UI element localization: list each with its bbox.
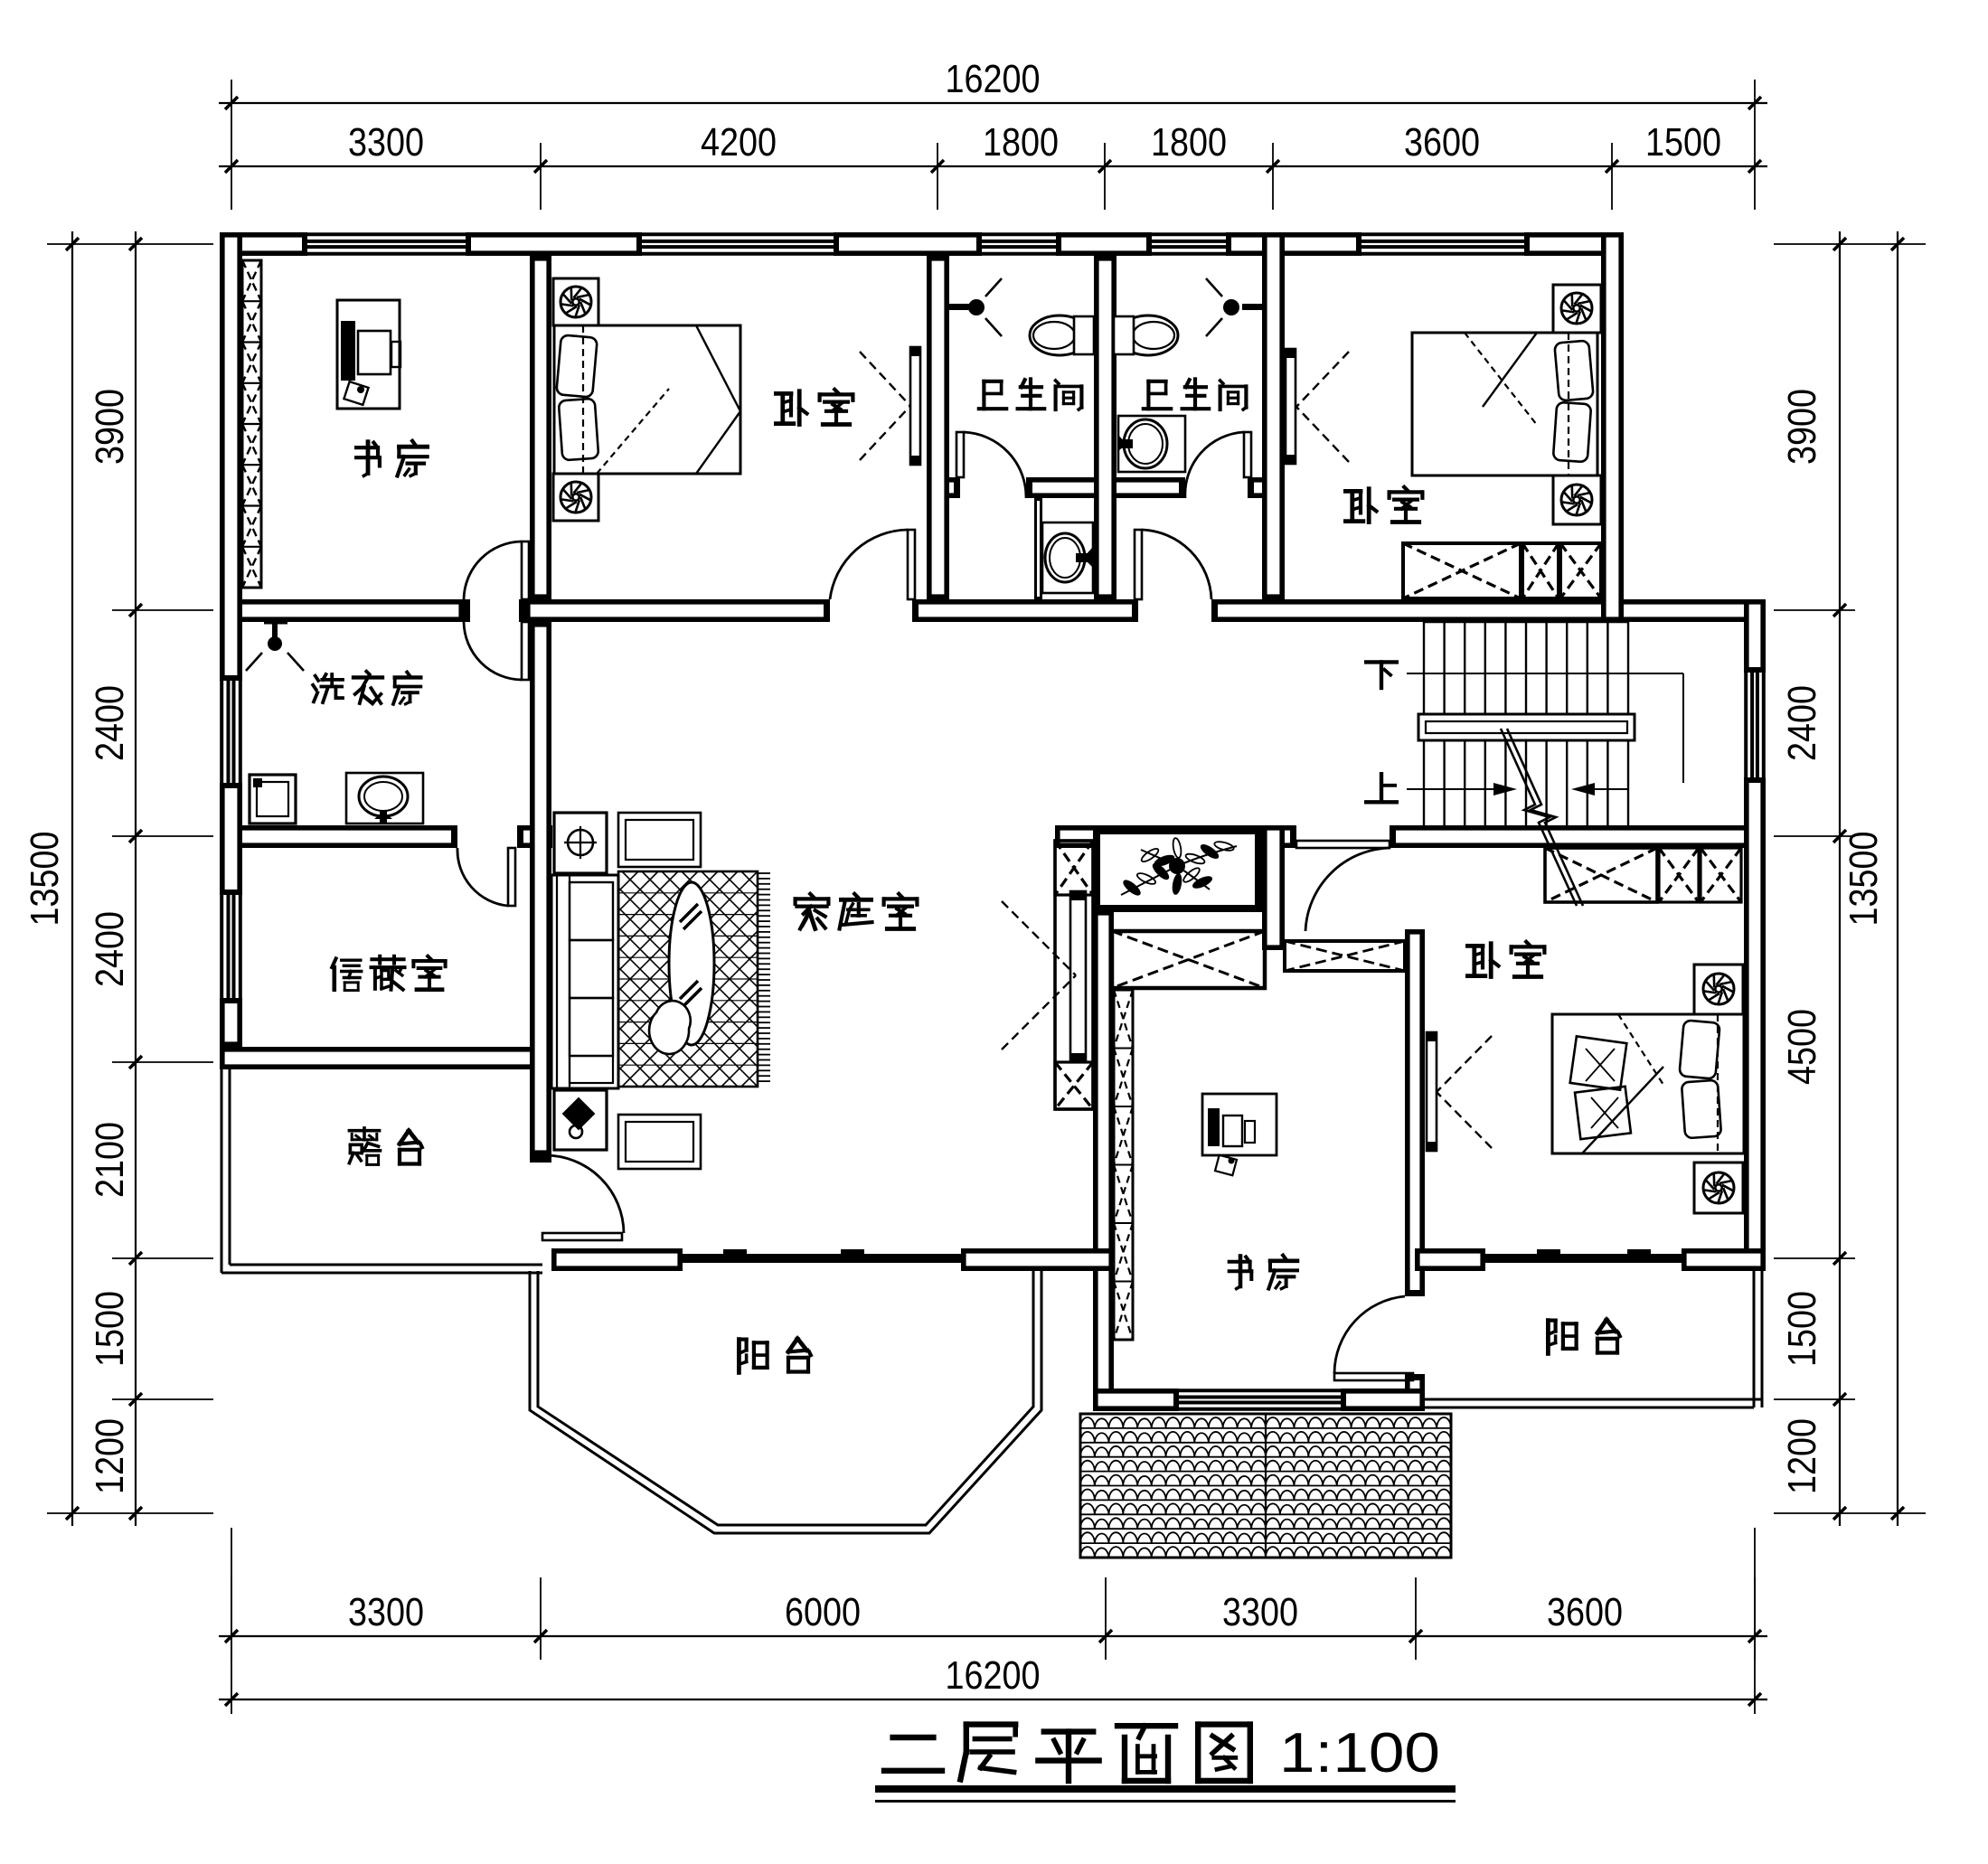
svg-text:6000: 6000 (785, 1590, 861, 1634)
svg-text:13500: 13500 (1842, 832, 1886, 927)
svg-text:2400: 2400 (88, 685, 132, 761)
svg-text:16200: 16200 (946, 1653, 1041, 1698)
svg-text:1:100: 1:100 (1279, 1722, 1440, 1784)
svg-text:3900: 3900 (1780, 389, 1824, 465)
svg-text:13500: 13500 (23, 832, 67, 927)
svg-text:4200: 4200 (701, 120, 777, 165)
svg-text:16200: 16200 (946, 57, 1041, 101)
svg-text:1500: 1500 (1780, 1291, 1824, 1367)
svg-text:2400: 2400 (1780, 685, 1824, 761)
svg-text:1500: 1500 (88, 1291, 132, 1367)
svg-text:1800: 1800 (983, 120, 1059, 165)
svg-text:3300: 3300 (1222, 1590, 1298, 1634)
svg-text:1800: 1800 (1151, 120, 1227, 165)
svg-text:1500: 1500 (1645, 120, 1721, 165)
svg-text:3600: 3600 (1404, 120, 1480, 165)
svg-text:2400: 2400 (88, 911, 132, 987)
svg-text:3900: 3900 (88, 389, 132, 465)
svg-text:4500: 4500 (1780, 1009, 1824, 1085)
svg-text:3300: 3300 (348, 1590, 424, 1634)
svg-text:1200: 1200 (1780, 1418, 1824, 1494)
svg-text:2100: 2100 (88, 1122, 132, 1198)
svg-text:1200: 1200 (88, 1418, 132, 1494)
svg-text:3300: 3300 (348, 120, 424, 165)
svg-text:3600: 3600 (1547, 1590, 1623, 1634)
